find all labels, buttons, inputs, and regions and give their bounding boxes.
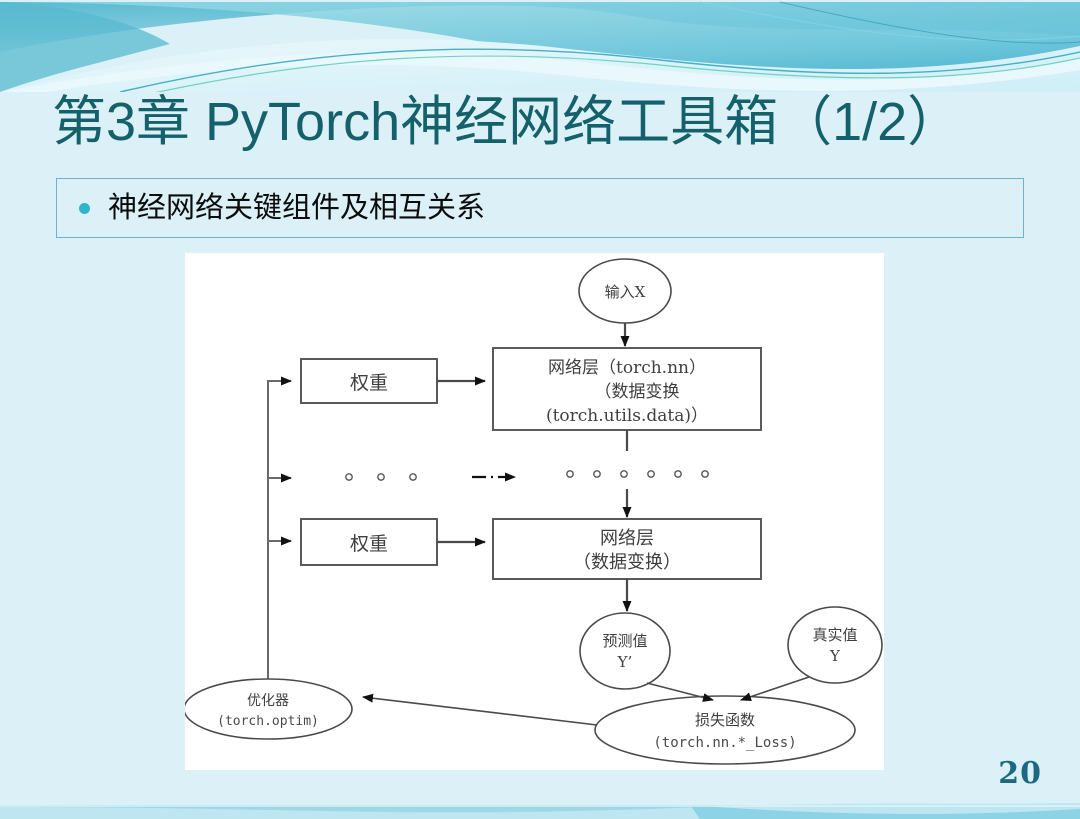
ellipsis-dot (620, 470, 628, 478)
node-weight1-label: 权重 (350, 372, 388, 394)
ellipsis-dot (674, 470, 682, 478)
ellipsis-dot (647, 470, 655, 478)
node-layer1-line1: 网络层（torch.nn） (548, 358, 706, 378)
ellipsis-dot (345, 473, 353, 481)
subtitle-box: 神经网络关键组件及相互关系 (56, 178, 1024, 238)
slide-title: 第3章 PyTorch神经网络工具箱（1/2） (52, 92, 962, 152)
node-layer2-line1: 网络层 (600, 528, 654, 549)
decorative-footer-bar (0, 799, 1080, 819)
node-ground-truth-line2: Y (829, 647, 841, 665)
node-weight2-label: 权重 (350, 533, 388, 555)
ellipsis-dot (701, 470, 709, 478)
decorative-header-banner (0, 0, 1080, 92)
node-loss-function (594, 695, 856, 765)
node-loss-line1: 损失函数 (695, 711, 755, 729)
node-ground-truth-line1: 真实值 (812, 626, 857, 644)
page-number: 20 (998, 756, 1042, 791)
node-ground-truth (787, 606, 883, 684)
node-optimizer-line2: (torch.optim) (217, 714, 319, 729)
subtitle-text: 神经网络关键组件及相互关系 (108, 191, 486, 224)
node-weight1 (300, 358, 438, 404)
ellipsis-dot (377, 473, 385, 481)
node-optimizer-line1: 优化器 (247, 693, 289, 709)
edge-pred-to-loss (646, 682, 714, 702)
ellipsis-dot (593, 470, 601, 478)
node-layer1 (492, 347, 762, 431)
node-layer1-line2: （数据变换 (595, 382, 680, 402)
node-input-label: 输入X (605, 283, 646, 301)
node-optimizer (185, 678, 353, 740)
neural-network-diagram: 输入X 网络层（torch.nn） （数据变换 (torch.utils.dat… (185, 253, 884, 770)
edge-optimizer-to-weight1 (267, 376, 292, 681)
node-layer1-line3: (torch.utils.data)） (546, 406, 708, 426)
edge-truth-to-loss (740, 676, 810, 702)
ellipsis-dot (409, 473, 417, 481)
bullet-icon (79, 202, 90, 214)
edge-loss-to-optimizer (362, 693, 598, 726)
node-prediction (579, 612, 671, 690)
ellipsis-dot (566, 470, 574, 478)
node-layer2-line2: （数据变换） (573, 552, 681, 573)
node-loss-line2: (torch.nn.*_Loss) (653, 735, 796, 751)
node-weight2 (300, 518, 438, 566)
node-layer2 (492, 518, 762, 580)
node-prediction-line1: 预测值 (602, 632, 647, 650)
node-prediction-line2: Y’ (617, 653, 633, 671)
